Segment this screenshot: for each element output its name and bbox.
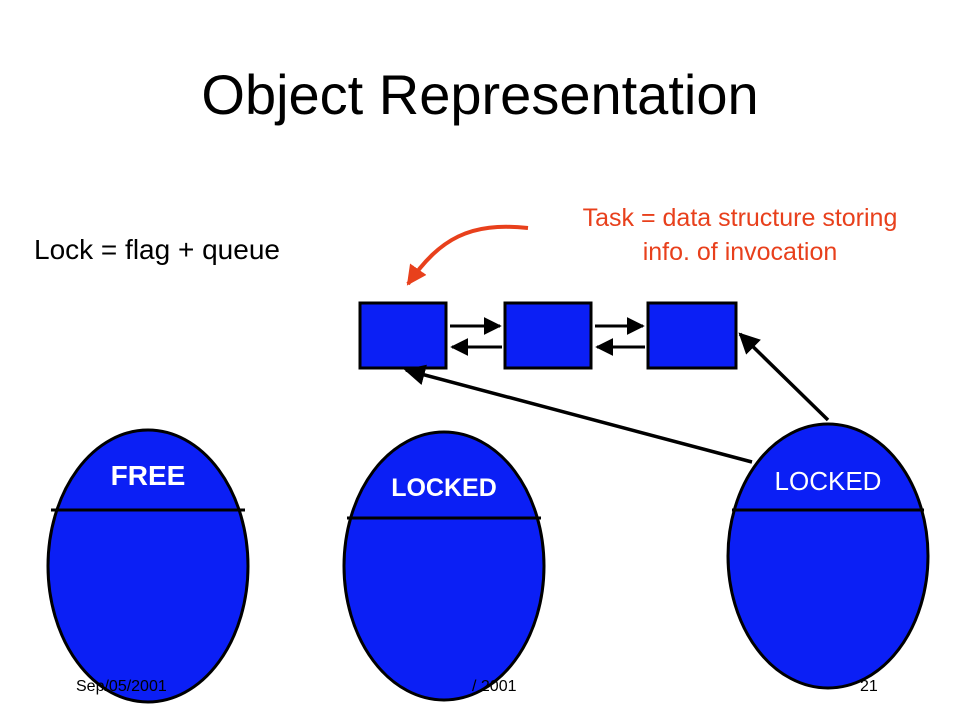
object-locked-1 <box>342 430 546 702</box>
task-annotation-line-1: Task = data structure storing <box>582 204 898 232</box>
footer-middle: / 2001 <box>472 678 517 695</box>
slide-title: Object Representation <box>201 63 759 126</box>
object-locked-1-label: LOCKED <box>391 474 497 502</box>
object-locked-2 <box>726 422 930 690</box>
task-box-1 <box>358 301 448 370</box>
object-free-label: FREE <box>110 460 186 491</box>
page-number: 21 <box>860 678 878 695</box>
object-free <box>46 428 250 704</box>
queue-head-pointer <box>403 364 753 464</box>
task-annotation: Task = data structure storing info. of i… <box>510 201 960 269</box>
task-annotation-line-2: info. of invocation <box>642 238 838 266</box>
annotation-pointer-arrow <box>406 224 529 286</box>
footer-date: Sep/05/2001 <box>76 678 167 695</box>
lock-definition: Lock = flag + queue <box>34 234 280 265</box>
queue-tail-pointer <box>738 332 830 422</box>
object-locked-2-label: LOCKED <box>774 466 882 496</box>
task-box-2 <box>503 301 593 370</box>
task-box-3 <box>646 301 738 370</box>
